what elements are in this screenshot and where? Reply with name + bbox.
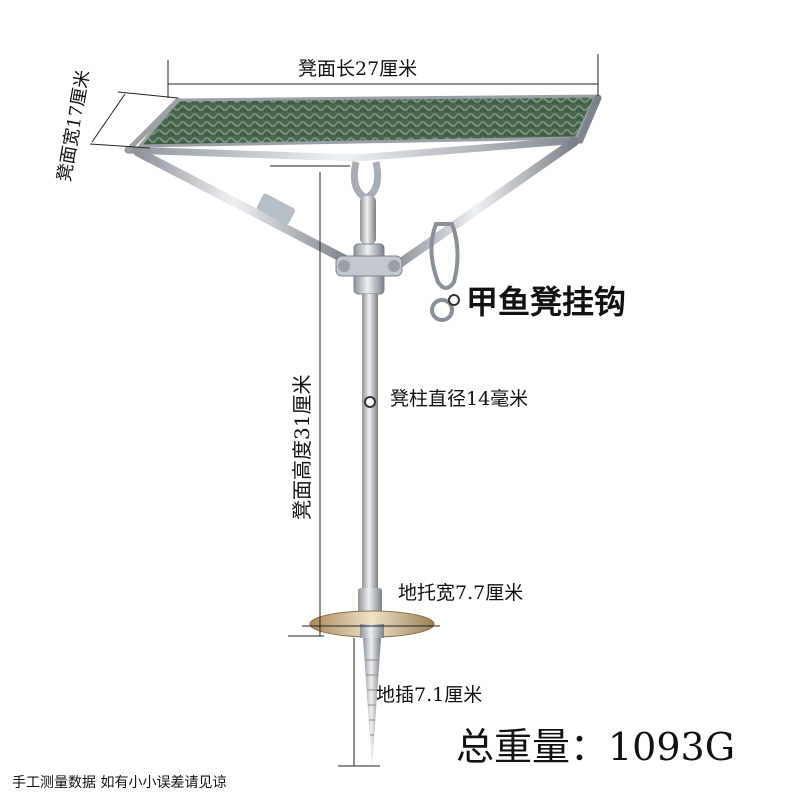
hook-label: 甲鱼凳挂钩	[466, 283, 627, 321]
seat-net	[136, 94, 599, 148]
hook-marker-dot	[448, 294, 460, 306]
left-leg	[133, 147, 355, 267]
seat-length-label: 凳面长27厘米	[298, 58, 418, 80]
swivel-joint	[350, 161, 382, 202]
spike-length-label: 地插7.1厘米	[376, 684, 483, 706]
pole-marker-dot	[364, 396, 376, 408]
seat-frame	[124, 94, 602, 162]
right-leg	[391, 137, 579, 271]
disclaimer-text: 手工测量数据 如有小小误差请见谅	[12, 775, 227, 791]
ground-spike	[363, 638, 381, 768]
total-weight-label: 总重量：1093G	[456, 725, 736, 769]
hook-icon	[429, 222, 460, 322]
dimension-lines	[89, 54, 599, 767]
stool-pole	[362, 294, 378, 594]
pole-diameter-label: 凳柱直径14毫米	[390, 388, 529, 410]
pole-height-label: 凳面高度31厘米	[290, 374, 314, 520]
base-width-label: 地托宽7.7厘米	[398, 582, 524, 604]
